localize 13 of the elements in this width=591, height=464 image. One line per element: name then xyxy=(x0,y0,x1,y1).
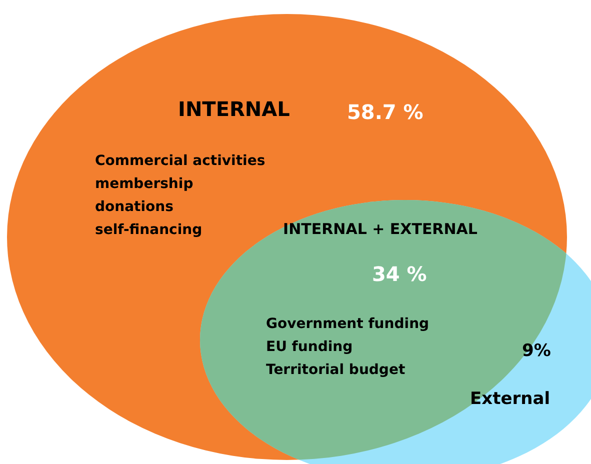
list-item: membership xyxy=(95,176,194,192)
list-item: Territorial budget xyxy=(266,362,406,378)
list-item: Government funding xyxy=(266,316,430,332)
list-item: EU funding xyxy=(266,339,353,356)
list-item: donations xyxy=(95,199,174,216)
list-item: Commercial activities xyxy=(95,153,266,170)
set-heading: INTERNAL + EXTERNAL xyxy=(283,221,478,238)
percentage-label: 34 % xyxy=(372,263,427,286)
set-heading: INTERNAL xyxy=(178,98,290,121)
percentage-label: 58.7 % xyxy=(347,101,424,124)
set-heading: External xyxy=(470,390,550,410)
percentage-label: 9% xyxy=(522,342,551,362)
list-item: self-financing xyxy=(95,222,202,238)
